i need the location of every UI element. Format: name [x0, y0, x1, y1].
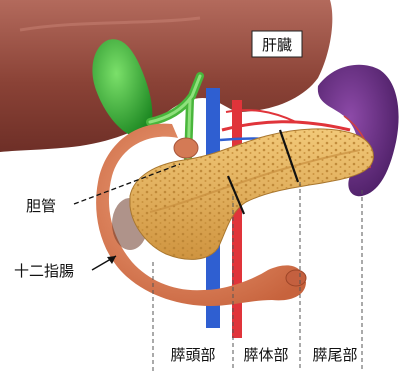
pancreas-head-label: 膵頭部: [170, 346, 215, 364]
duodenum-label: 十二指腸: [14, 262, 74, 280]
pancreas-tail-label: 膵尾部: [312, 346, 357, 364]
pancreas-body-label: 膵体部: [243, 346, 288, 364]
bile-duct-label: 胆管: [26, 197, 56, 215]
liver-label: 肝臓: [262, 36, 292, 54]
